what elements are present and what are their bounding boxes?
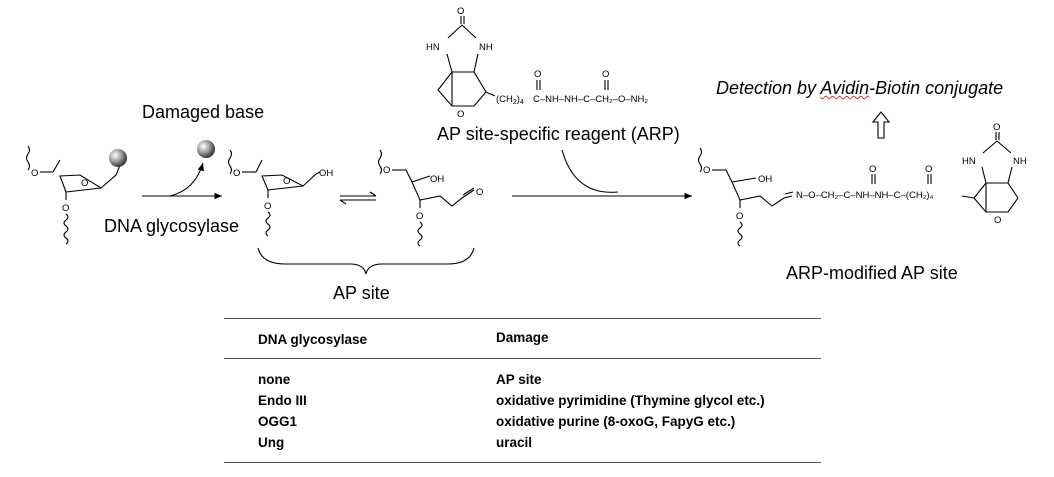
svg-text:O: O <box>869 164 876 175</box>
row-2-damage: oxidative purine (8-oxoG, FapyG etc.) <box>496 414 736 429</box>
svg-text:N–O–CH₂–C–NH–NH–C–(CH₂)₄: N–O–CH₂–C–NH–NH–C–(CH₂)₄ <box>796 190 934 201</box>
arp-reagent-label: AP site-specific reagent (ARP) <box>437 124 680 144</box>
svg-text:O: O <box>31 168 38 179</box>
svg-text:OH: OH <box>430 174 444 185</box>
ap-site-open: O OH O O <box>377 149 483 247</box>
svg-text:HN: HN <box>426 42 440 53</box>
row-3-damage: uracil <box>496 435 533 450</box>
svg-text:O: O <box>62 203 69 214</box>
svg-text:O: O <box>736 211 743 222</box>
row-0-glycosylase: none <box>258 372 291 387</box>
table-top-rule <box>224 318 821 319</box>
detection-label: Detection by Avidin-Biotin conjugate <box>716 78 1004 98</box>
svg-text:O: O <box>264 201 271 212</box>
svg-text:NH: NH <box>1013 156 1027 167</box>
base-release-arrow <box>169 162 204 197</box>
ap-site-label: AP site <box>333 283 390 303</box>
svg-text:OH: OH <box>319 168 333 179</box>
avidin-word: Avidin <box>820 78 870 98</box>
svg-text:O: O <box>81 178 88 189</box>
svg-text:O: O <box>283 176 290 187</box>
arp-reagent-structure: O HN NH O (CH2)4 O O C–NH–NH–C–CH₂–O–NH₂ <box>426 6 648 120</box>
svg-text:HN: HN <box>962 156 976 167</box>
svg-text:O: O <box>476 187 483 198</box>
reagent-addition-curve <box>561 149 619 193</box>
svg-text:O: O <box>993 122 1000 133</box>
table-header-rule <box>224 358 821 359</box>
svg-text:O: O <box>416 211 423 222</box>
svg-text:O: O <box>233 168 240 179</box>
row-0-damage: AP site <box>496 372 542 387</box>
arp-modified-ap-site: O OH O N–O–CH₂–C–NH–NH–C–(CH₂)₄ O O O HN… <box>697 122 1027 247</box>
arp-modified-label: ARP-modified AP site <box>786 263 958 283</box>
row-1-damage: oxidative pyrimidine (Thymine glycol etc… <box>496 393 765 408</box>
svg-text:NH: NH <box>479 42 493 53</box>
svg-text:O: O <box>602 69 609 80</box>
svg-text:O: O <box>534 69 541 80</box>
damaged-base-label: Damaged base <box>142 102 265 122</box>
ap-site-brace <box>257 247 475 275</box>
dna-glycosylase-label: DNA glycosylase <box>104 216 240 236</box>
svg-text:O: O <box>703 165 710 176</box>
released-base-ball <box>197 140 215 158</box>
svg-text:C–NH–NH–C–CH₂–O–NH₂: C–NH–NH–C–CH₂–O–NH₂ <box>533 94 648 105</box>
svg-text:(CH2)4: (CH2)4 <box>496 94 524 106</box>
row-1-glycosylase: Endo III <box>258 393 307 408</box>
detection-hollow-arrow <box>871 111 891 139</box>
svg-text:O: O <box>383 165 390 176</box>
ap-site-closed: O O OH O <box>227 149 333 237</box>
header-damage: Damage <box>496 330 549 345</box>
table-bottom-rule <box>224 462 821 463</box>
damaged-base-ball <box>109 149 127 167</box>
svg-text:O: O <box>457 109 464 120</box>
equilibrium-arrows <box>339 191 377 205</box>
svg-text:O: O <box>457 6 464 17</box>
header-glycosylase: DNA glycosylase <box>258 332 368 347</box>
svg-text:O: O <box>994 215 1001 226</box>
row-3-glycosylase: Ung <box>258 435 285 450</box>
damaged-nucleoside: O O O <box>25 145 127 245</box>
row-2-glycosylase: OGG1 <box>258 414 298 429</box>
svg-text:O: O <box>925 164 932 175</box>
svg-text:OH: OH <box>758 174 772 185</box>
